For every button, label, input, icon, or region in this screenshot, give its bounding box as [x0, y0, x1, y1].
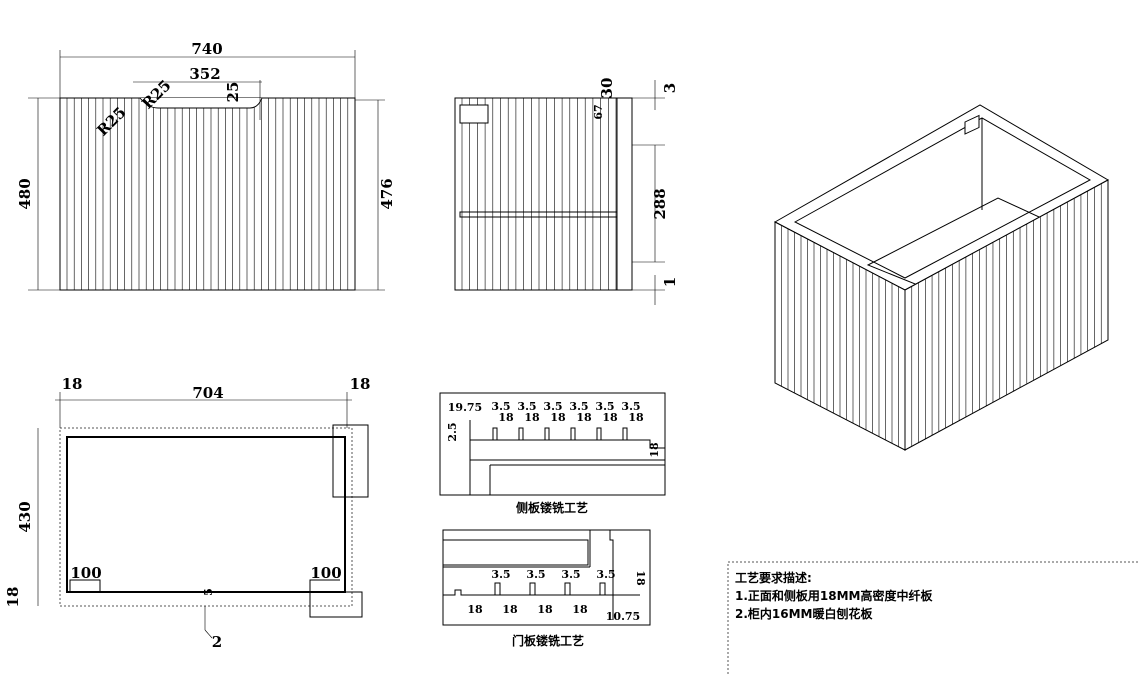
side-view: 30 3 67 288 1	[454, 78, 679, 305]
dim-rail: 67	[592, 104, 605, 119]
detail-edge: 18	[648, 442, 661, 458]
groove-width: 3.5	[561, 568, 580, 581]
dim-middle: 288	[651, 188, 669, 219]
dim-inner-width: 704	[192, 384, 223, 402]
isometric-view	[773, 104, 1110, 451]
dim-radius-left: R25	[93, 103, 129, 139]
groove-pitch: 18	[537, 603, 553, 616]
process-notes: 工艺要求描述: 1.正面和侧板用18MM高密度中纤板 2.柜内16MM暖白刨花板	[727, 561, 1138, 675]
iso-grooves	[781, 183, 1102, 447]
dim-bottom-thickness: 18	[4, 587, 22, 608]
dim-handle-width: 352	[189, 65, 220, 83]
top-view: 18 704 18 430 18 100 100 5 2	[4, 375, 370, 651]
dim-depth: 430	[16, 501, 34, 532]
detail-start: 19.75	[448, 401, 482, 414]
bracket	[459, 104, 489, 124]
groove-width: 3.5	[596, 568, 615, 581]
groove-width: 3.5	[543, 400, 562, 413]
groove	[599, 582, 606, 596]
groove	[564, 582, 571, 596]
dim-back-gap: 5	[202, 588, 215, 596]
side-grooves	[461, 98, 617, 290]
side-panel-detail-title: 侧板镂铣工艺	[516, 500, 588, 515]
groove	[544, 427, 550, 441]
dim-top-gap: 30	[598, 78, 616, 99]
groove	[518, 427, 524, 441]
groove-width: 3.5	[491, 568, 510, 581]
groove-width: 3.5	[569, 400, 588, 413]
door-panel-detail: 18 10.75 3.5 18 3.5 18 3.5 18 3.5 18 门板镂铣工艺	[442, 529, 651, 648]
groove	[570, 427, 576, 441]
groove-pitch: 18	[524, 411, 540, 424]
dim-left-thickness: 18	[62, 375, 83, 393]
dim-small-gap: 2	[212, 633, 222, 651]
groove-pitch: 18	[502, 603, 518, 616]
door-thickness: 18	[634, 570, 647, 586]
groove	[494, 582, 501, 596]
notes-heading: 工艺要求描述:	[735, 570, 812, 585]
groove	[622, 427, 628, 441]
notes-line-1: 1.正面和侧板用18MM高密度中纤板	[735, 588, 933, 603]
dim-right-inset: 100	[310, 564, 341, 582]
notes-line-2: 2.柜内16MM暖白刨花板	[735, 606, 873, 621]
groove-pitch: 18	[576, 411, 592, 424]
detail-depth: 2.5	[446, 422, 459, 441]
dim-right-thickness: 18	[350, 375, 371, 393]
groove-width: 3.5	[526, 568, 545, 581]
front-view: 740 352 25 R25 R25 480 476	[16, 40, 396, 291]
groove-pitch: 18	[572, 603, 588, 616]
groove-width: 3.5	[491, 400, 510, 413]
groove-pitch: 18	[550, 411, 566, 424]
groove	[492, 427, 498, 441]
dim-handle-depth: 25	[224, 82, 242, 103]
dim-height-right: 476	[378, 178, 396, 209]
door-end: 10.75	[606, 610, 640, 623]
dim-height-left: 480	[16, 178, 34, 209]
handle-cutout	[139, 97, 263, 109]
groove-pitch: 18	[498, 411, 514, 424]
front-grooves	[66, 98, 356, 290]
dim-left-inset: 100	[70, 564, 101, 582]
side-panel-detail: 19.75 2.5 18 3.5183.5183.5183.5183.5183.…	[439, 392, 666, 515]
groove	[529, 582, 536, 596]
groove-width: 3.5	[595, 400, 614, 413]
groove-pitch: 18	[628, 411, 644, 424]
groove-width: 3.5	[517, 400, 536, 413]
groove-width: 3.5	[621, 400, 640, 413]
door-panel-detail-title: 门板镂铣工艺	[512, 633, 584, 648]
groove	[596, 427, 602, 441]
dim-top-offset: 3	[661, 83, 679, 93]
dim-width: 740	[191, 40, 222, 58]
groove-pitch: 18	[602, 411, 618, 424]
dim-bottom-offset: 1	[661, 277, 679, 287]
groove-pitch: 18	[467, 603, 483, 616]
